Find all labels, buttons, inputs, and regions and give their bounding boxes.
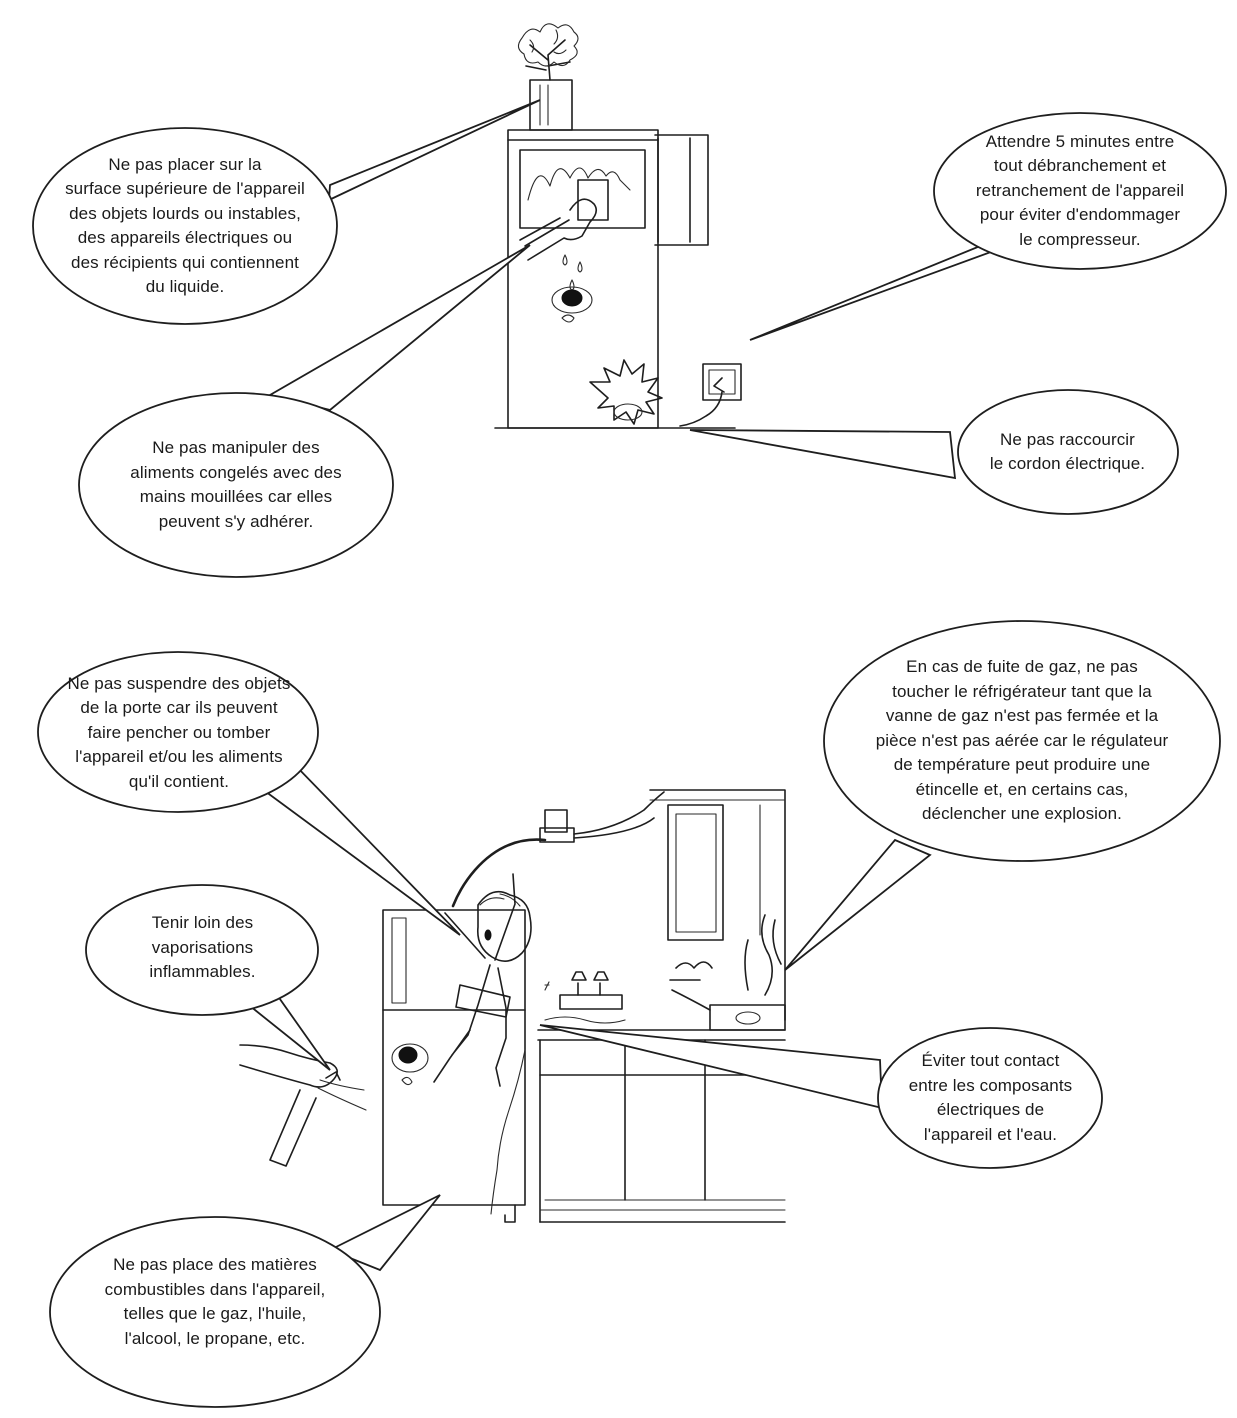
callout-power-cord-bubble (689, 389, 1179, 515)
scene-kitchen-bottom (37, 620, 1221, 1408)
wall-cabinet-icon (649, 789, 786, 1021)
callout-flammable-sprays-bubble (85, 884, 331, 1071)
callout-wait-5-minutes-bubble (749, 112, 1227, 341)
callout-wet-hands-bubble (78, 244, 531, 578)
child-hanging-icon (433, 873, 532, 1215)
plant-in-vase-icon (517, 23, 579, 131)
callout-door-hanging-bubble (37, 651, 461, 936)
callout-gas-leak-bubble (784, 620, 1221, 971)
gas-stove-icon (544, 914, 786, 1031)
callout-combustibles-bubble (49, 1194, 441, 1408)
refrigerator-icon (507, 129, 742, 429)
callout-top-surface-bubble (32, 99, 541, 325)
power-strip-icon (451, 791, 665, 908)
spray-bottle-hand-icon (239, 1044, 367, 1167)
scene-refrigerator-top (32, 23, 1227, 578)
callout-water-contact-bubble (539, 1024, 1103, 1169)
kitchen-refrigerator-icon (382, 909, 526, 1223)
